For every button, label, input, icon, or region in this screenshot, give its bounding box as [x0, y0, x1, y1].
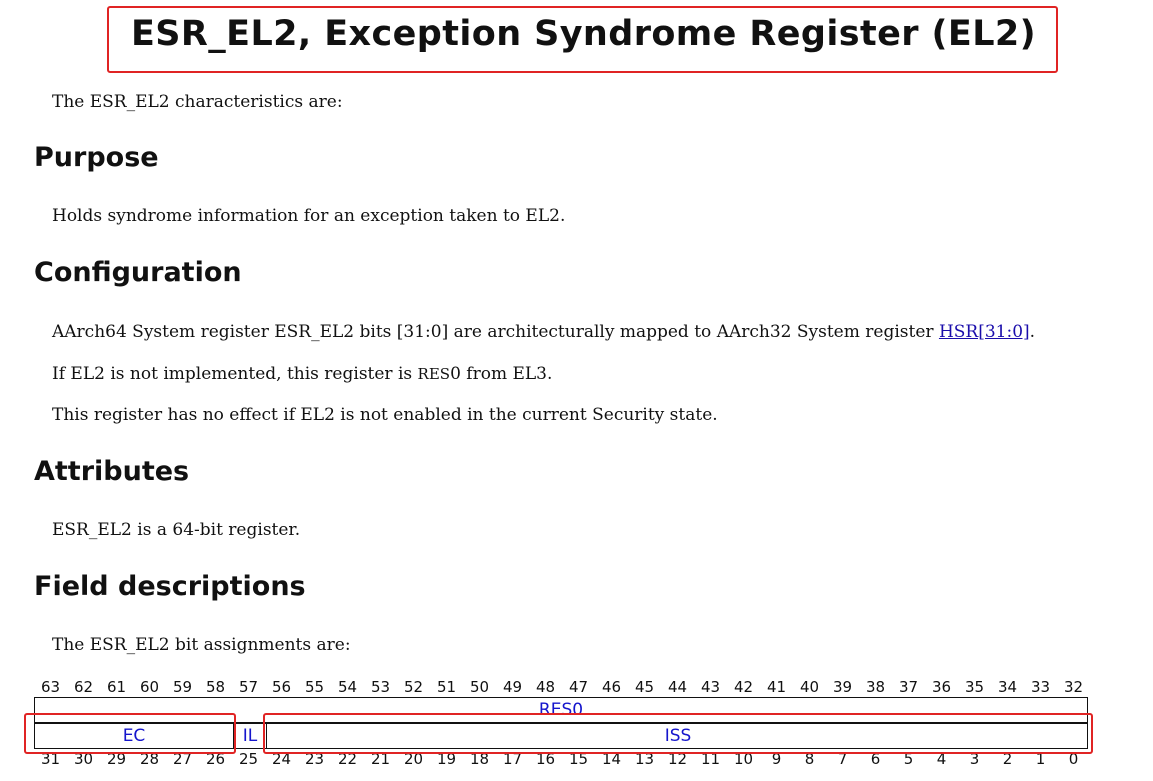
bit-number: 22: [337, 750, 358, 768]
bit-number: 47: [568, 678, 589, 696]
bit-number: 57: [238, 678, 259, 696]
bit-number: 15: [568, 750, 589, 768]
bit-number: 3: [969, 750, 980, 768]
bit-number: 23: [304, 750, 325, 768]
bit-number: 36: [931, 678, 952, 696]
bit-number: 30: [73, 750, 94, 768]
bit-number: 20: [403, 750, 424, 768]
register-lower-row: EC IL ISS: [34, 723, 1088, 749]
bit-number: 21: [370, 750, 391, 768]
mapping-end: .: [1029, 322, 1036, 342]
bit-number: 54: [337, 678, 358, 696]
res0-word: RES: [417, 365, 451, 383]
bit-number: 0: [1068, 750, 1079, 768]
bit-number: 29: [106, 750, 127, 768]
res0-text-before: If EL2 is not implemented, this register…: [52, 364, 413, 384]
bit-number: 42: [733, 678, 754, 696]
bit-number: 44: [667, 678, 688, 696]
bit-number: 27: [172, 750, 193, 768]
mapping-text: AArch64 System register ESR_EL2 bits [31…: [52, 322, 934, 342]
bit-number: 60: [139, 678, 160, 696]
bit-number: 16: [535, 750, 556, 768]
bit-number: 48: [535, 678, 556, 696]
bit-number: 32: [1063, 678, 1084, 696]
bit-number: 28: [139, 750, 160, 768]
field-iss[interactable]: ISS: [266, 724, 1089, 748]
bit-number: 58: [205, 678, 226, 696]
bit-number: 7: [837, 750, 848, 768]
bit-number: 62: [73, 678, 94, 696]
bit-number: 35: [964, 678, 985, 696]
bit-number: 11: [700, 750, 721, 768]
bit-number: 56: [271, 678, 292, 696]
register-upper-row: RES0: [34, 697, 1088, 723]
configuration-mapping-text: AArch64 System register ESR_EL2 bits [31…: [52, 322, 1035, 342]
field-descriptions-heading: Field descriptions: [34, 571, 306, 602]
bit-number: 49: [502, 678, 523, 696]
attributes-heading: Attributes: [34, 456, 190, 487]
hsr-link[interactable]: HSR[31:0]: [938, 322, 1030, 342]
field-descriptions-intro: The ESR_EL2 bit assignments are:: [52, 635, 351, 655]
bit-number: 12: [667, 750, 688, 768]
bit-number: 19: [436, 750, 457, 768]
bit-number: 38: [865, 678, 886, 696]
page-title: ESR_EL2, Exception Syndrome Register (EL…: [131, 14, 1037, 54]
configuration-heading: Configuration: [34, 257, 242, 288]
bit-number: 46: [601, 678, 622, 696]
bit-number: 14: [601, 750, 622, 768]
bit-number: 50: [469, 678, 490, 696]
bit-number: 45: [634, 678, 655, 696]
bit-number: 37: [898, 678, 919, 696]
bit-number: 33: [1030, 678, 1051, 696]
bit-number: 13: [634, 750, 655, 768]
bit-number: 53: [370, 678, 391, 696]
bit-number: 17: [502, 750, 523, 768]
res0-digit: 0: [450, 364, 461, 384]
bit-number: 43: [700, 678, 721, 696]
purpose-heading: Purpose: [34, 142, 159, 173]
field-il[interactable]: IL: [233, 724, 266, 748]
bit-number: 24: [271, 750, 292, 768]
field-ec[interactable]: EC: [122, 726, 146, 746]
bit-number: 6: [870, 750, 881, 768]
bit-number: 39: [832, 678, 853, 696]
bit-number: 2: [1002, 750, 1013, 768]
bit-number: 9: [771, 750, 782, 768]
upper-bit-numbers: 63 62 61 60 59 58 57 56 55 54 53 52 51 50 49 48 47 46 45 44…: [0, 678, 1153, 698]
configuration-effect-text: This register has no effect if EL2 is no…: [52, 405, 718, 425]
bit-number: 8: [804, 750, 815, 768]
bit-number: 61: [106, 678, 127, 696]
bit-number: 4: [936, 750, 947, 768]
bit-number: 5: [903, 750, 914, 768]
purpose-text: Holds syndrome information for an except…: [52, 206, 566, 226]
bit-number: 55: [304, 678, 325, 696]
bit-number: 31: [40, 750, 61, 768]
bit-number: 41: [766, 678, 787, 696]
bit-number: 18: [469, 750, 490, 768]
bit-number: 51: [436, 678, 457, 696]
bit-number: 26: [205, 750, 226, 768]
intro-text: The ESR_EL2 characteristics are:: [52, 92, 343, 112]
bit-number: 10: [733, 750, 754, 768]
bit-number: 59: [172, 678, 193, 696]
bit-number: 34: [997, 678, 1018, 696]
bit-number: 1: [1035, 750, 1046, 768]
bit-number: 52: [403, 678, 424, 696]
configuration-res0-text: If EL2 is not implemented, this register…: [52, 364, 552, 384]
attributes-text: ESR_EL2 is a 64-bit register.: [52, 520, 301, 540]
field-res0[interactable]: RES0: [538, 700, 584, 720]
bit-number: 40: [799, 678, 820, 696]
bit-number: 63: [40, 678, 61, 696]
res0-text-after: from EL3.: [466, 364, 553, 384]
bit-number: 25: [238, 750, 259, 768]
